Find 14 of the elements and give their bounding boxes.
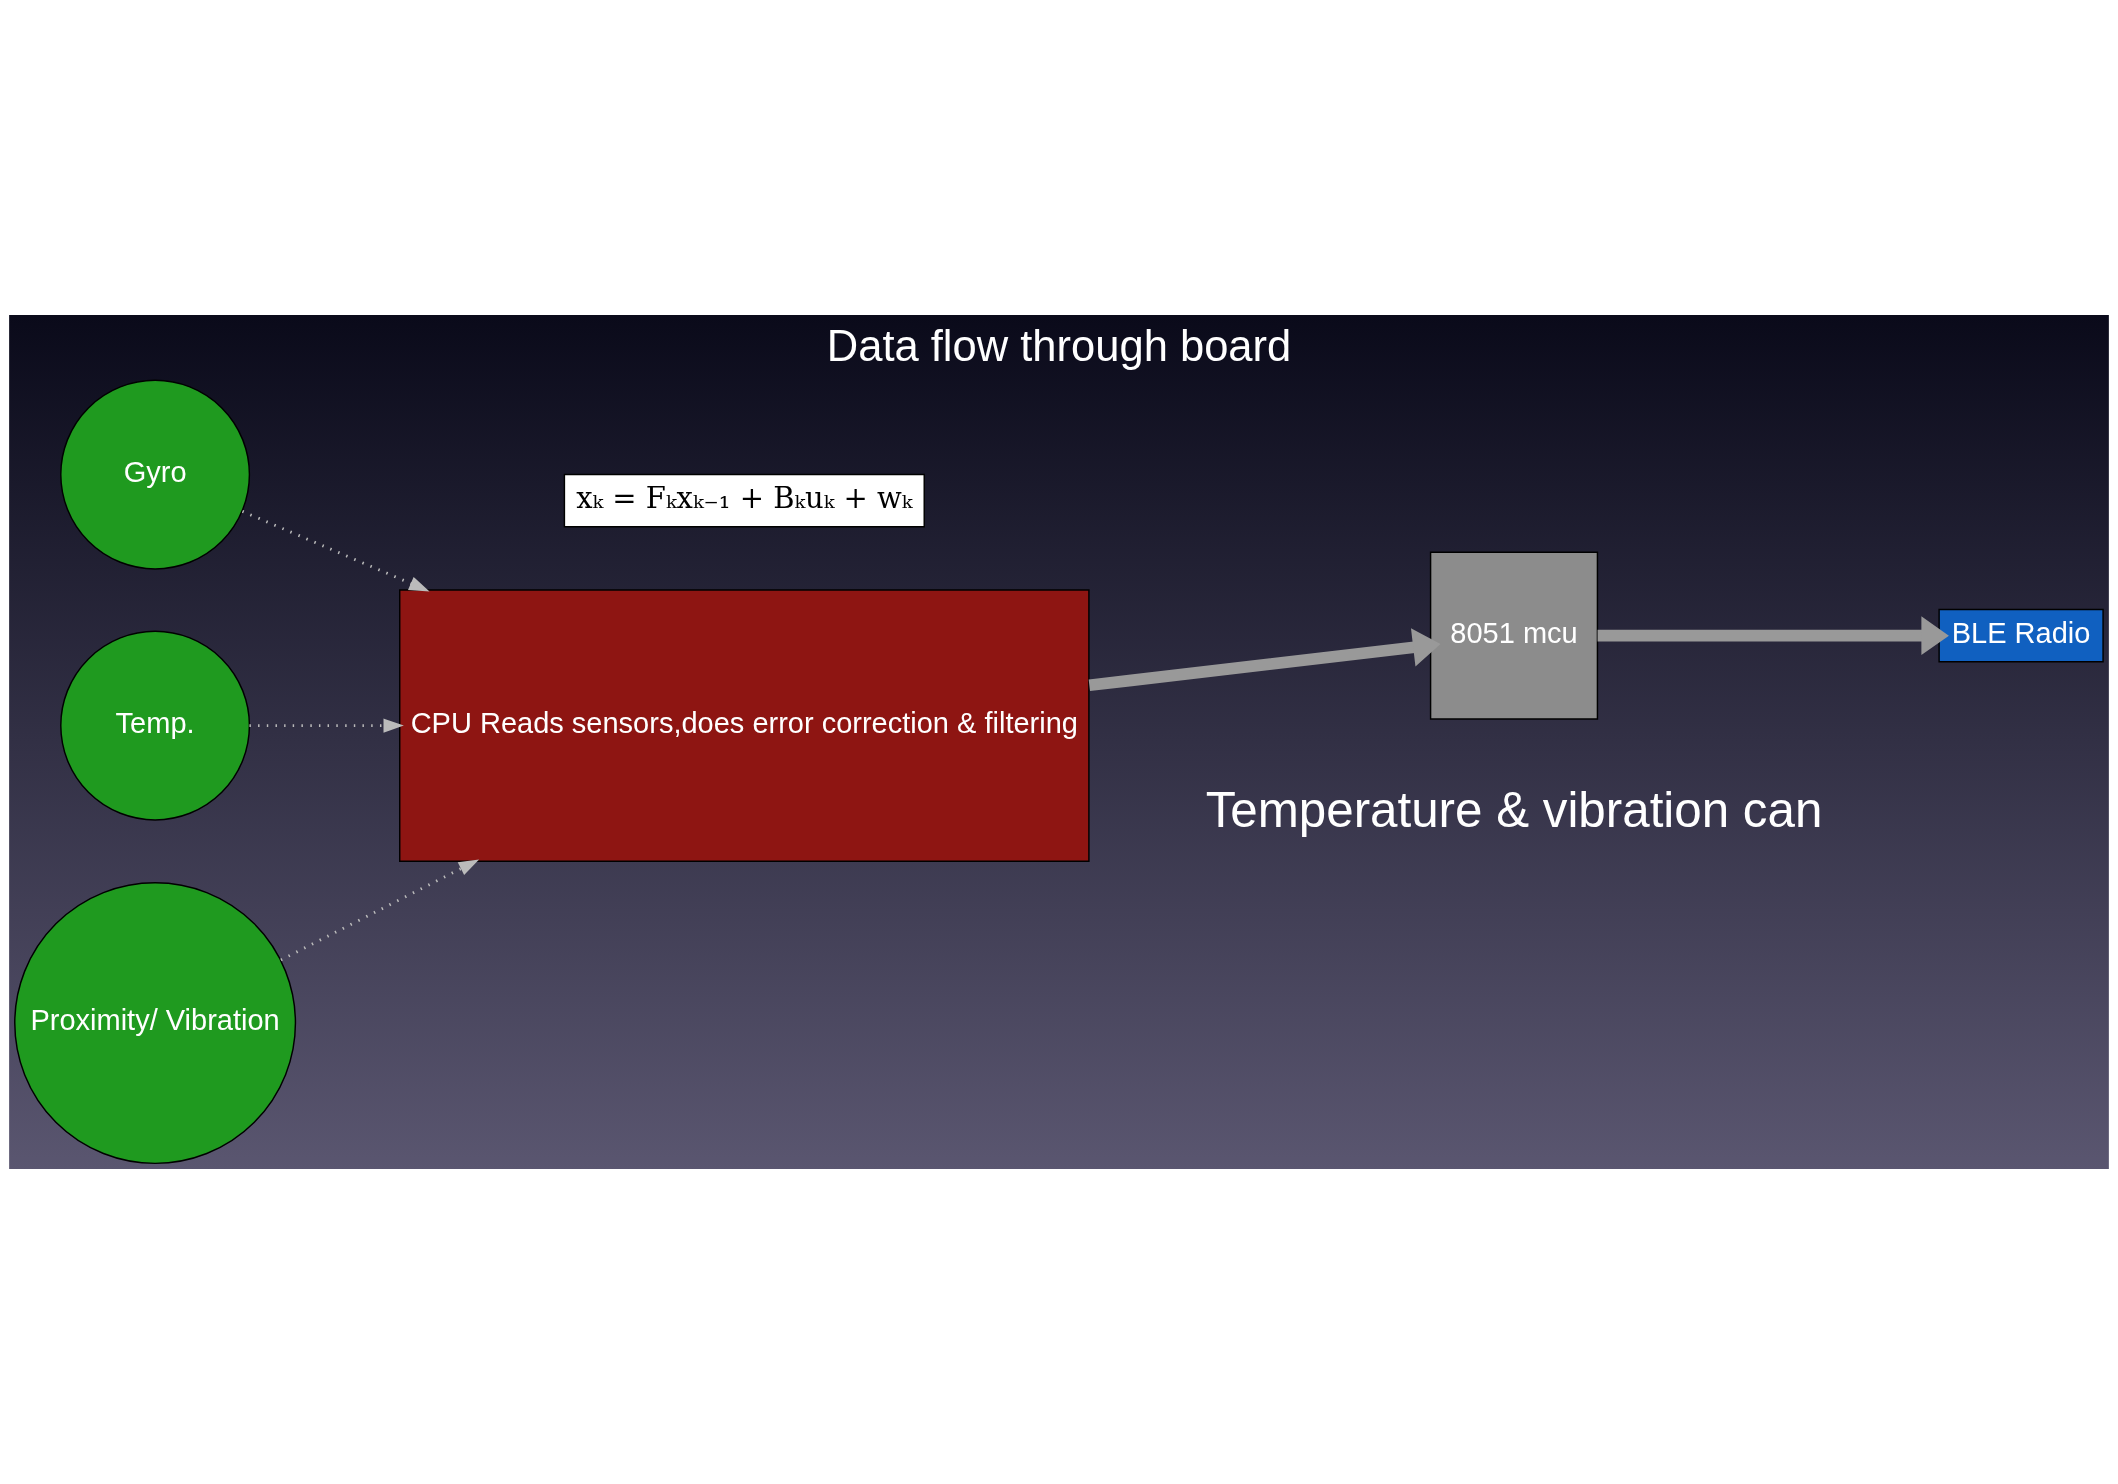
caption: Temperature & vibration can bbox=[1205, 781, 1823, 837]
arrow bbox=[1088, 628, 1441, 692]
node-box: BLE Radio bbox=[1938, 608, 2104, 663]
node-box: 8051 mcu bbox=[1429, 551, 1599, 720]
node-circle: Proximity/ Vibration bbox=[14, 881, 297, 1165]
arrow bbox=[241, 510, 430, 592]
node-box: CPU Reads sensors,does error correction & filtering bbox=[399, 589, 1090, 862]
arrow bbox=[280, 859, 480, 962]
diagram-title: Data flow through board bbox=[826, 322, 1292, 371]
node-circle: Gyro bbox=[60, 379, 251, 570]
node-circle: Temp. bbox=[60, 630, 251, 821]
arrow bbox=[1597, 616, 1949, 655]
arrow bbox=[249, 718, 404, 733]
node-box: xₖ = Fₖxₖ₋₁ + Bₖuₖ + wₖ bbox=[563, 473, 925, 528]
